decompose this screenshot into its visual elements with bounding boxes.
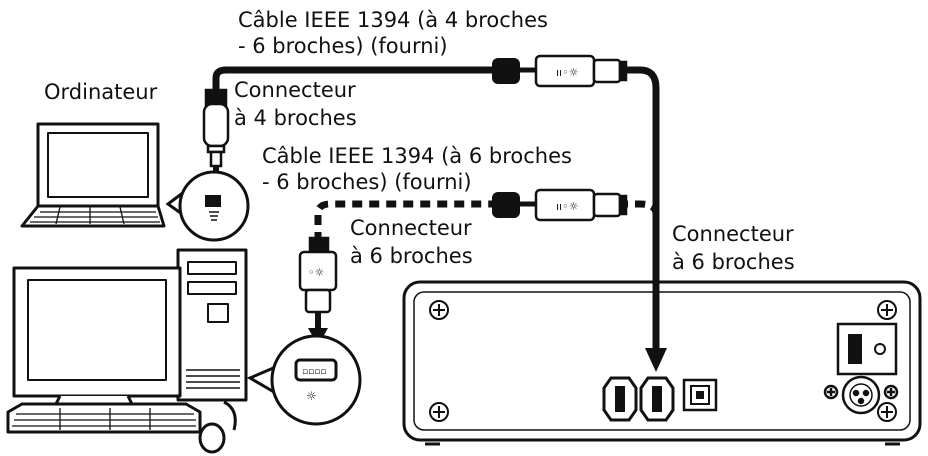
- label-cable-4to6-line2: - 6 broches) (fourni): [238, 34, 448, 58]
- pc-port-callout: ▫▫▫▫ ☼: [246, 334, 362, 426]
- label-connector-4pin-line1: Connecteur: [234, 78, 356, 102]
- cable-2-6pin-plug-icon: ıı◦☼: [534, 188, 628, 222]
- cable-1-ferrite-icon: [492, 58, 536, 84]
- cable-4pin-6pin: [212, 66, 660, 336]
- cable-6pin-6pin: [314, 200, 660, 242]
- label-connector-6pin-device-line1: Connecteur: [672, 222, 794, 246]
- cable-2-pc-plug-icon: ◦☼: [298, 236, 338, 314]
- label-cable-6to6-line1: Câble IEEE 1394 (à 6 broches: [262, 144, 572, 168]
- label-cable-4to6-line1: Câble IEEE 1394 (à 4 broches: [238, 8, 548, 32]
- desktop-computer-icon: [6, 248, 248, 454]
- label-connector-6pin-pc-line2: à 6 broches: [350, 244, 473, 268]
- svg-text:ıı◦☼: ıı◦☼: [556, 66, 578, 79]
- power-connector-icon: [823, 375, 899, 415]
- label-connector-4pin-line2: à 4 broches: [234, 106, 357, 130]
- label-connector-6pin-pc-line1: Connecteur: [350, 216, 472, 240]
- svg-text:☼: ☼: [306, 389, 317, 403]
- label-cable-6to6-line2: - 6 broches) (fourni): [262, 170, 472, 194]
- ieee1394-port-2-icon: [639, 376, 675, 422]
- label-connector-6pin-device-line2: à 6 broches: [672, 250, 795, 274]
- svg-text:▫▫▫▫: ▫▫▫▫: [302, 367, 326, 377]
- usb-port-icon: [682, 378, 718, 412]
- power-switch-icon: [836, 322, 898, 376]
- cable-1-6pin-plug-icon: ıı◦☼: [534, 54, 628, 88]
- laptop-port-callout: [165, 170, 250, 242]
- laptop-icon: [20, 122, 166, 228]
- svg-text:ıı◦☼: ıı◦☼: [556, 200, 578, 213]
- connector-4pin-plug-icon: [202, 88, 230, 168]
- cable-2-ferrite-icon: [492, 192, 536, 218]
- label-computer: Ordinateur: [44, 80, 158, 104]
- ieee1394-port-1-icon: [602, 376, 638, 422]
- device-rear-panel: [402, 280, 922, 446]
- svg-text:◦☼: ◦☼: [308, 266, 324, 279]
